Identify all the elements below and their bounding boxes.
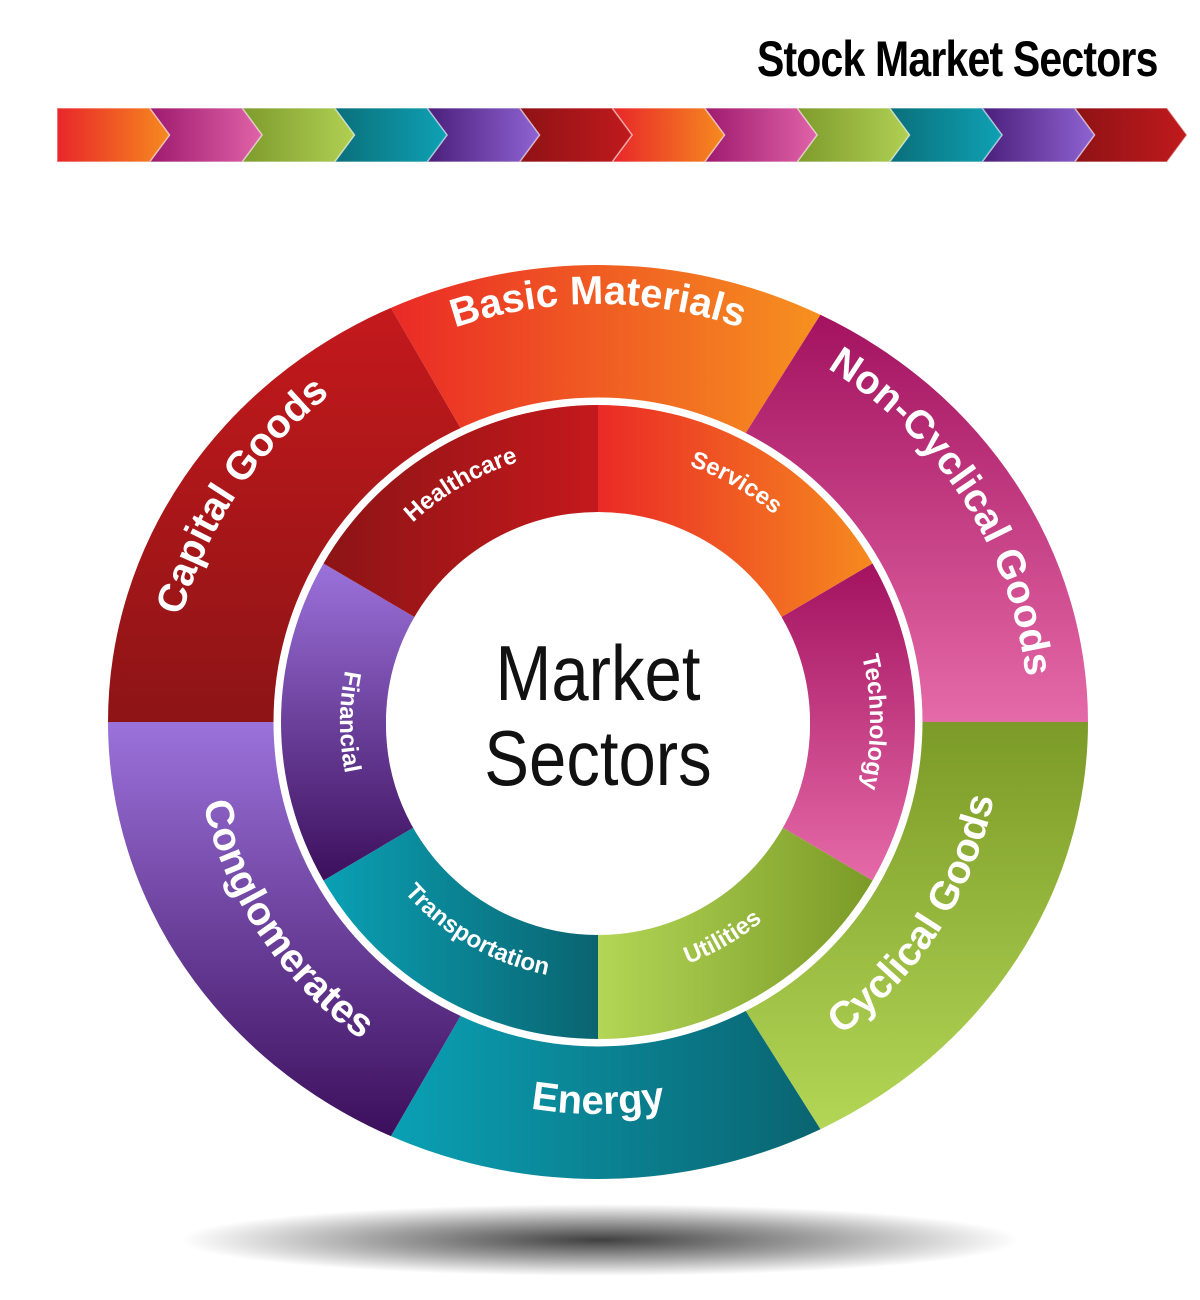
wheel-shadow [180, 1204, 1020, 1276]
inner-segment-financial [280, 563, 415, 881]
inner-ring: ServicesTechnologyUtilitiesTransportatio… [280, 405, 915, 1039]
center-label-line2: Sectors [484, 715, 711, 802]
outer-segment-conglomerates [108, 722, 463, 1137]
outer-segment-cyclical-goods [743, 722, 1088, 1130]
center-label-line1: Market [496, 630, 701, 717]
inner-label: Financial [334, 669, 366, 775]
inner-segment-transportation [323, 827, 598, 1039]
outer-label: Energy [529, 1074, 667, 1123]
outer-segment-capital-goods [108, 307, 463, 722]
center-disc [386, 515, 810, 935]
outer-segment-non-cyclical-goods [743, 314, 1088, 722]
inner-segment-utilities [598, 827, 873, 1039]
chevron-arrow-bar [56, 107, 1188, 163]
inner-segment-services [598, 405, 873, 617]
page-title: Stock Market Sectors [757, 31, 1158, 87]
chevron-segment [56, 107, 171, 163]
outer-segment-energy [390, 1007, 821, 1179]
inner-segment-technology [781, 563, 915, 881]
outer-segment-basic-materials [390, 265, 821, 437]
inner-segment-healthcare [323, 405, 598, 617]
ring-divider [273, 397, 923, 1047]
